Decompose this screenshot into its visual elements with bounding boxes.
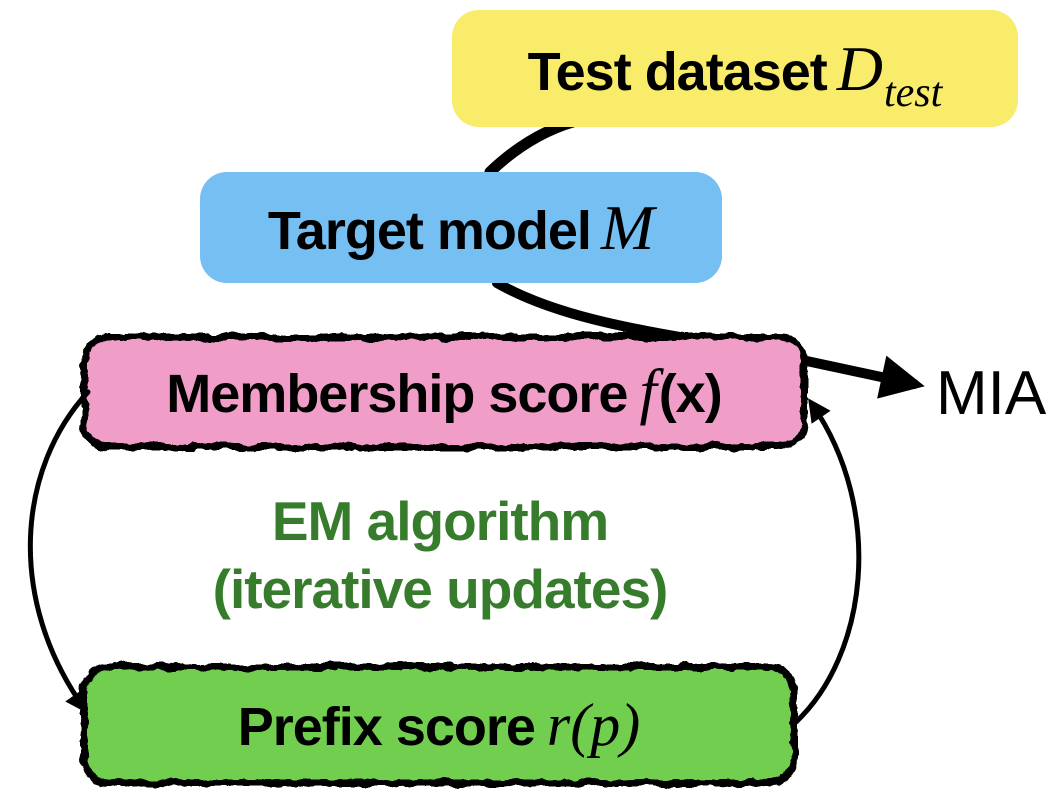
test-dataset-label: Test dataset: [527, 42, 828, 102]
test-dataset-subscript: test: [884, 70, 943, 116]
membership-score-box: [80, 333, 808, 451]
arrow-prefix-to-membership: [793, 398, 862, 725]
target-model-symbol: M: [600, 192, 655, 263]
prefix-score-symbol: r: [546, 692, 571, 758]
prefix-score-label: Prefix score: [237, 697, 536, 757]
mia-label: MIA: [936, 359, 1047, 428]
em-algorithm-line2: (iterative updates): [212, 558, 669, 620]
membership-score-args: (x): [658, 364, 723, 424]
em-algorithm-note: EM algorithm (iterative updates): [140, 487, 740, 623]
test-dataset-symbol: D: [836, 33, 883, 104]
target-model-label: Target model: [267, 201, 592, 261]
em-algorithm-line1: EM algorithm: [271, 490, 609, 552]
prefix-score-box: [80, 663, 798, 787]
arrow-membership-to-prefix: [27, 389, 91, 714]
membership-score-symbol: f: [639, 358, 657, 426]
connector-dataset-to-model: [484, 114, 586, 178]
membership-score-label: Membership score: [166, 364, 628, 424]
prefix-score-args: (p): [570, 692, 641, 758]
